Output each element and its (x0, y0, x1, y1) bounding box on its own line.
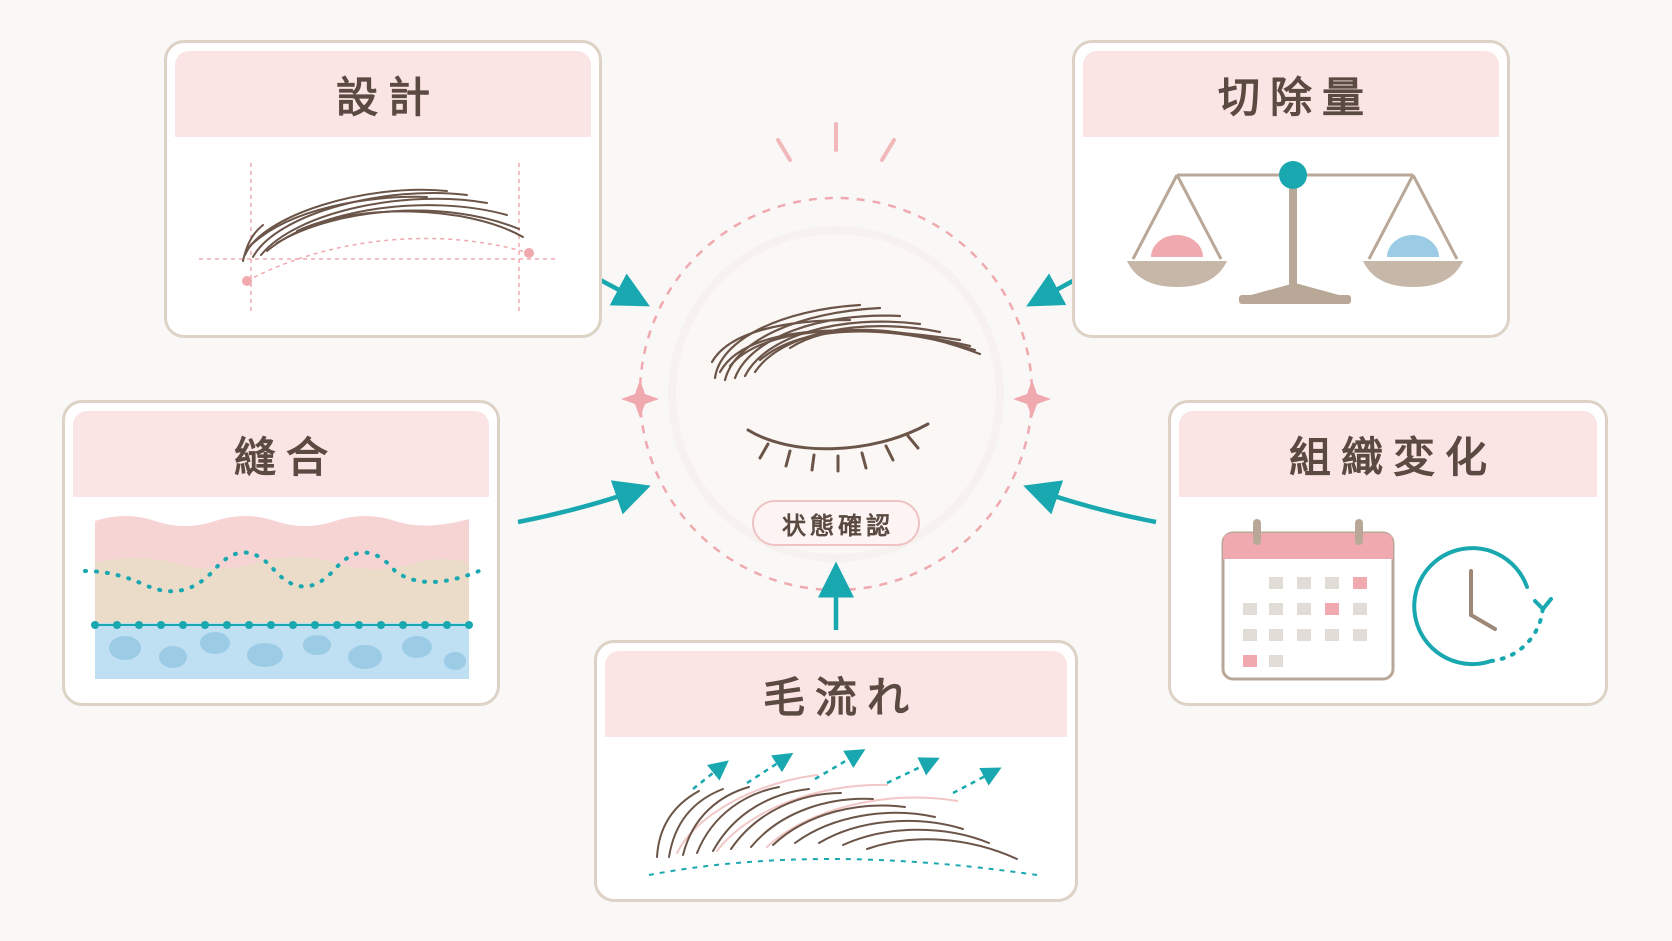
card-tissue: 組織変化 (1168, 400, 1608, 706)
rays-icon (776, 122, 896, 162)
card-design-header: 設計 (175, 51, 591, 137)
status-badge: 状態確認 (752, 500, 920, 546)
calendar-icon (1221, 519, 1395, 681)
card-design-title: 設計 (335, 72, 440, 122)
card-excision-title: 切除量 (1217, 72, 1374, 122)
balance-scale-icon (1127, 161, 1463, 304)
arrow-icon (692, 749, 1002, 795)
card-suture: 縫合 (62, 400, 500, 706)
card-hairflow-title: 毛流れ (762, 672, 919, 722)
card-suture-header: 縫合 (73, 411, 489, 497)
card-excision: 切除量 (1072, 40, 1510, 338)
sparkle-icon (621, 380, 1051, 418)
clock-icon (1412, 546, 1553, 667)
card-design: 設計 (164, 40, 602, 338)
card-hairflow-header: 毛流れ (605, 651, 1067, 737)
card-suture-title: 縫合 (233, 432, 338, 482)
card-tissue-title: 組織変化 (1288, 432, 1497, 482)
card-excision-header: 切除量 (1083, 51, 1499, 137)
skin-layers-icon (83, 516, 481, 679)
card-tissue-header: 組織変化 (1179, 411, 1597, 497)
hair-flow-icon (648, 749, 1038, 876)
card-hairflow: 毛流れ (594, 640, 1078, 902)
calendar-clock-icon (1221, 519, 1553, 681)
closed-eye-icon (746, 422, 930, 473)
eyebrow-design-icon (199, 163, 557, 313)
status-badge-label: 状態確認 (782, 511, 894, 540)
eyebrow-icon (710, 303, 982, 382)
